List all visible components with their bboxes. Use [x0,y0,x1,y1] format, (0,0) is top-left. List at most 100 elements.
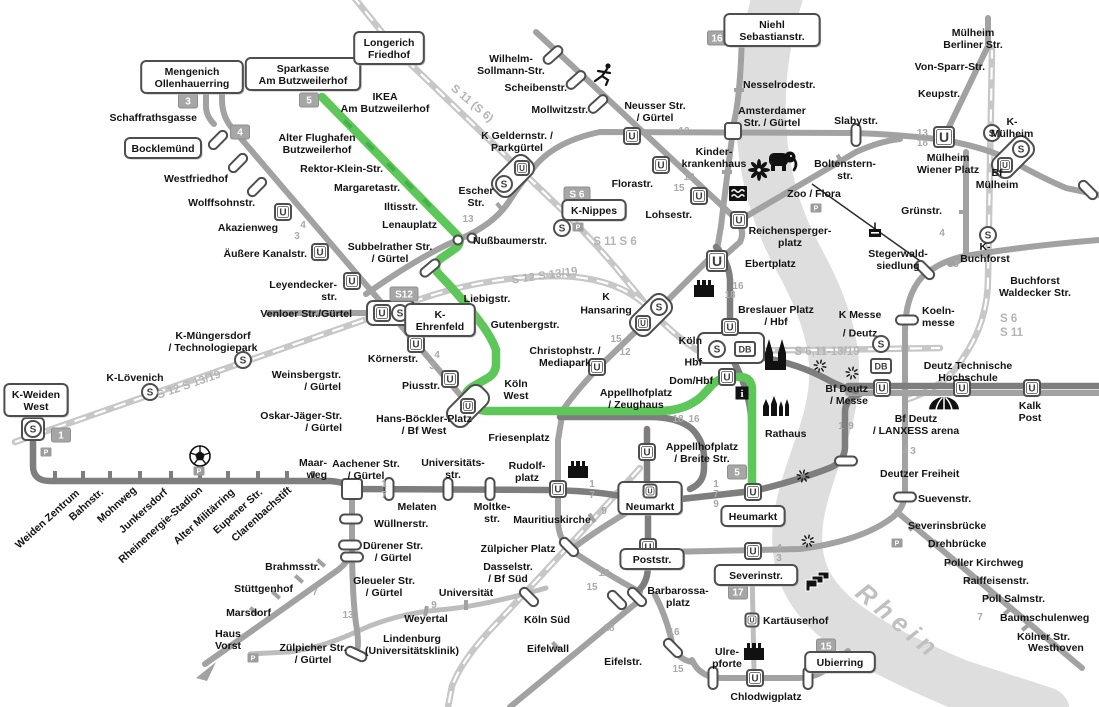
terminal-station-box[interactable]: K-Nippes [561,199,628,222]
station-marker[interactable] [558,536,580,558]
s-badge[interactable]: S [1012,140,1030,158]
station-marker[interactable] [895,314,919,326]
u-badge[interactable]: U [549,480,567,498]
station-marker[interactable] [850,123,862,147]
u-badge[interactable]: U [343,272,361,290]
u-badge[interactable]: U [373,304,391,322]
u-badge[interactable]: U [706,250,728,272]
station-marker[interactable] [227,152,249,174]
s-badge[interactable]: S [234,351,252,369]
line-number-badge[interactable]: 17 [728,584,748,600]
u-badge[interactable]: U [642,483,658,499]
u-badge[interactable] [341,478,363,500]
s-badge[interactable]: S [141,383,159,401]
line-number-label: 7 [977,612,983,623]
line-number-badge[interactable]: 3 [178,93,198,109]
terminal-station-box[interactable]: K-Ehrenfeld [404,303,477,338]
s-badge[interactable]: S [708,340,726,358]
station-marker[interactable] [442,477,454,501]
station-marker[interactable] [587,93,609,114]
station-marker[interactable] [662,637,684,659]
u-badge[interactable]: U [718,368,736,386]
terminal-station-box[interactable]: Heumarkt [720,505,787,528]
station-marker[interactable] [207,129,229,151]
u-badge[interactable]: U [690,187,708,205]
station-label: Stüttgenhof [234,583,293,595]
u-badge[interactable]: U [744,483,762,501]
u-badge[interactable]: U [721,318,739,336]
u-badge[interactable]: U [407,335,425,353]
terminal-station-box[interactable]: Ubierring [804,651,877,674]
u-badge[interactable]: U [311,243,329,261]
terminal-station-box[interactable]: Poststr. [619,548,686,571]
station-label: Gutenbergstr. [491,319,560,331]
station-marker[interactable] [707,666,719,690]
u-badge[interactable]: U [744,542,762,560]
line-number-badge[interactable]: 1 [51,427,71,443]
terminal-station-box[interactable]: Severinstr. [713,564,799,587]
line-number-badge[interactable]: 5 [727,464,747,480]
s-badge[interactable]: S [650,298,668,316]
station-marker[interactable] [606,589,628,611]
station-marker[interactable] [344,645,368,663]
station-marker[interactable] [339,513,363,525]
terminal-station-box[interactable]: Bocklemünd [124,137,203,160]
station-marker[interactable] [914,259,936,281]
line-number-badge[interactable]: 15 [816,638,836,654]
station-marker[interactable] [1077,179,1099,201]
u-badge[interactable]: U [623,127,641,145]
u-badge[interactable]: U [514,160,530,176]
line-number-badge[interactable]: S 6 [563,186,591,202]
station-marker[interactable] [893,491,917,503]
line-number-badge[interactable]: 5 [299,92,319,108]
terminal-station-box[interactable]: Neumarkt [617,481,684,516]
station-marker[interactable] [518,586,540,608]
interchange-box[interactable] [488,151,537,200]
line-number-badge[interactable]: 4 [230,124,250,140]
s-badge[interactable]: S [495,175,513,193]
u-badge[interactable]: U [997,157,1013,173]
station-marker[interactable] [419,257,442,278]
station-marker[interactable] [452,234,464,246]
station-marker[interactable] [338,539,362,551]
station-marker[interactable] [834,455,858,467]
s-badge[interactable]: S [983,124,1001,142]
station-marker[interactable] [246,176,268,198]
u-badge[interactable]: U [441,370,459,388]
u-badge[interactable]: U [652,156,670,174]
u-badge[interactable]: U [635,315,651,331]
u-badge[interactable]: U [873,379,891,397]
u-badge[interactable] [724,122,742,140]
u-badge[interactable]: U [730,211,748,229]
db-badge[interactable]: DB [734,341,756,357]
u-badge[interactable]: U [953,379,971,397]
u-badge[interactable]: U [274,203,292,221]
line-number-badge[interactable]: 16 [707,30,727,46]
u-badge[interactable]: U [744,612,760,628]
db-badge[interactable]: DB [870,358,892,374]
station-marker[interactable] [484,477,496,501]
u-badge[interactable]: U [588,358,606,376]
s-badge[interactable]: S [872,335,890,353]
station-marker[interactable] [383,477,395,501]
s-badge[interactable]: S [979,226,997,244]
u-badge[interactable]: U [933,126,955,148]
station-marker[interactable] [626,586,648,608]
station-marker[interactable] [466,232,478,244]
station-label: Köln Süd [524,614,570,626]
station-marker[interactable] [565,69,587,90]
u-badge[interactable]: U [460,398,476,414]
u-badge[interactable]: U [1023,379,1041,397]
line-number-badge[interactable]: S12 [389,286,419,302]
station-marker[interactable] [340,551,364,563]
s-badge[interactable]: S [553,219,571,237]
u-badge[interactable]: U [746,669,764,687]
s-badge[interactable]: S [24,420,42,438]
u-badge[interactable]: U [638,443,656,461]
station-marker[interactable] [542,44,564,65]
